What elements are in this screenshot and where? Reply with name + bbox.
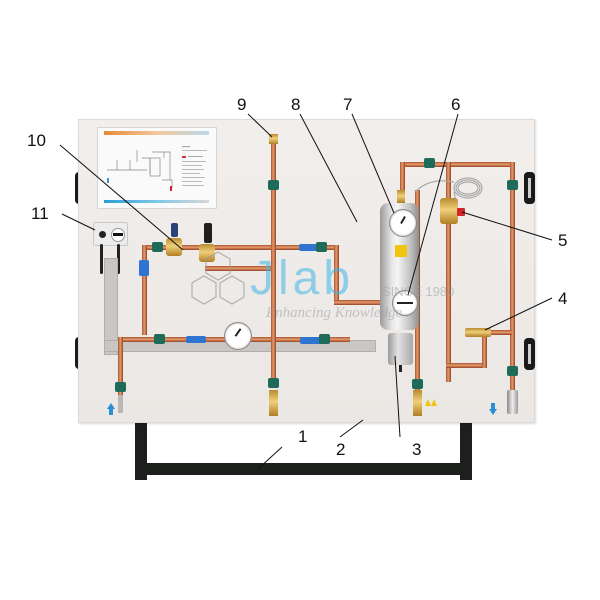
callout-9: 9 [237,95,247,114]
vertical-riser-pipe [271,137,276,387]
pipe-tee-branch [487,330,512,335]
pipe-far-right-vertical [510,162,515,392]
pipe-clamp [154,334,165,344]
outlet-fitting-center-right [413,390,422,416]
pipe-clamp [268,180,279,190]
pipe-clamp [412,379,423,389]
callout-2: 2 [336,440,346,459]
callout-5: 5 [558,231,568,250]
inlet-arrow-stem [109,409,113,415]
pipe-clamp [507,366,518,376]
callout-4: 4 [558,289,568,308]
callout-7: 7 [343,95,353,114]
indicator-lamp [99,231,106,238]
outlet-arrow-stem [491,403,495,409]
schematic-diagram-panel [97,127,217,209]
pipe-mixing-valve-vertical [446,162,451,382]
diagram-schematic [107,146,207,191]
tank-base-cable [399,365,402,372]
callout-11: 11 [31,204,49,223]
inlet-arrow-up-icon [107,403,115,409]
callout-6: 6 [451,95,461,114]
cable-duct-vertical [104,258,118,355]
callout-1: 1 [298,427,308,446]
pipe-tank-top-riser [400,162,405,192]
riser-bottom-fitting [269,390,278,416]
watermark-tagline: Enhancing Knowledge ... [266,305,418,321]
cable-right [117,244,120,274]
safety-valve-cap-2 [204,223,212,243]
diagram-header-bar [104,131,209,135]
pipe-loop-bottom [446,363,486,368]
pipe-left-vertical-upper [142,245,147,335]
pipe-clamp [319,334,330,344]
callout-10: 10 [27,131,46,150]
callout-3: 3 [412,440,422,459]
pipe-right-of-valves-vertical [334,245,339,303]
mixing-valve-red-knob [457,208,465,216]
safety-valve-body-1 [166,238,182,256]
pipe-clamp [424,158,435,168]
watermark-since: SINCE 1980 [382,284,455,299]
diagram-footer-bar [104,200,209,203]
pipe-top-right-horizontal [400,162,514,167]
electrical-switch-box [93,222,128,246]
line-pressure-gauge [224,322,252,350]
ball-valve-lower-right [300,337,322,344]
riser-top-fitting [269,134,278,144]
pipe-tee-down [482,335,487,368]
lower-thermometer-gauge [392,290,418,316]
pipe-to-tank [334,300,382,305]
handle-right-top [524,172,535,204]
safety-valve-cap-1 [171,223,178,237]
drain-tap-right [507,390,518,414]
outlet-arrow-down-icon [489,409,497,415]
tee-fitting-valve [465,328,491,337]
ball-valve-left-vertical [139,260,149,276]
watermark-brand: Jlab [250,252,355,305]
ball-valve-upper-right [299,244,321,251]
safety-valve-body-2 [199,244,215,262]
thermostatic-mixing-valve [440,198,458,224]
pipe-second-horizontal [205,266,275,271]
callout-8: 8 [291,95,301,114]
pipe-inlet-stub [118,395,123,413]
tank-top-connector [397,190,405,203]
ball-valve-lower-left [186,336,206,343]
handle-right-bottom [524,338,535,370]
pipe-clamp [507,180,518,190]
pipe-left-down [118,337,123,397]
pipe-clamp [115,382,126,392]
pipe-clamp [152,242,163,252]
stand-crossbar [135,463,472,475]
tank-base-unit [388,333,413,365]
pipe-clamp [316,242,327,252]
upper-pressure-gauge [389,209,417,237]
pipe-upper-horizontal [146,245,336,250]
pipe-clamp [268,378,279,388]
cable-left [100,244,103,274]
stand-crossbar-inner-gap [147,475,460,480]
watermark-hexagon-logo [191,251,245,305]
rotary-switch-knob [111,228,125,242]
warning-label [395,245,407,257]
